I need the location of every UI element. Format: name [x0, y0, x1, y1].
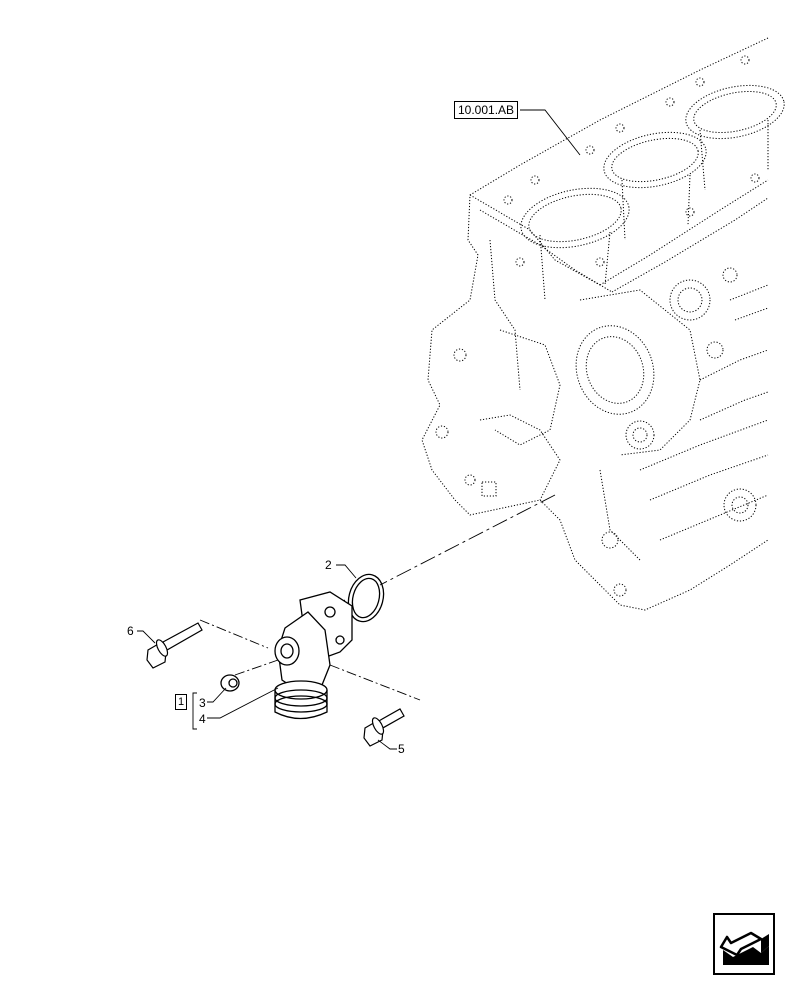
callout-fitting: 4 [199, 712, 206, 726]
kit-number-label: 1 [175, 694, 187, 710]
o-ring [347, 573, 385, 623]
washer [220, 674, 240, 692]
next-page-arrow-icon[interactable] [713, 913, 775, 975]
alignment-lines [199, 109, 581, 701]
callout-short-bolt: 5 [398, 742, 405, 756]
callout-long-bolt: 6 [127, 624, 134, 638]
thermostat-fitting [274, 591, 353, 720]
callout-leaders [137, 564, 397, 750]
reference-label[interactable]: 10.001.AB [454, 101, 519, 119]
callout-washer: 3 [199, 696, 206, 710]
long-bolt [146, 622, 203, 669]
engine-block [421, 37, 785, 611]
short-bolt [363, 708, 405, 747]
callout-o-ring: 2 [325, 558, 332, 572]
